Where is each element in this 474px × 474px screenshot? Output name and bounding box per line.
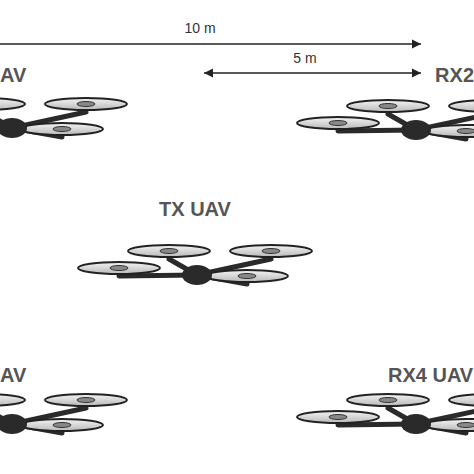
dimension-line bbox=[204, 72, 421, 73]
propeller bbox=[45, 98, 127, 110]
propeller-hub bbox=[53, 127, 71, 132]
propeller bbox=[45, 394, 127, 406]
propeller-hub bbox=[262, 249, 280, 254]
uav-label: RX4 UAV bbox=[388, 364, 473, 387]
propeller bbox=[425, 419, 474, 431]
propeller bbox=[230, 245, 312, 257]
uav-label: TX UAV bbox=[159, 198, 231, 221]
propeller bbox=[449, 100, 474, 112]
propeller-hub bbox=[77, 398, 95, 403]
propeller bbox=[347, 100, 429, 112]
propeller-hub bbox=[160, 249, 178, 254]
propeller-hub bbox=[238, 274, 256, 279]
propeller-hub bbox=[329, 415, 347, 420]
propeller-hub bbox=[379, 398, 397, 403]
propeller bbox=[297, 411, 379, 423]
propeller-hub bbox=[457, 129, 474, 134]
uav-drone bbox=[0, 98, 127, 138]
propeller-hub bbox=[457, 423, 474, 428]
drone-body bbox=[401, 120, 431, 140]
drone-body bbox=[0, 118, 27, 138]
propeller bbox=[297, 117, 379, 129]
uav-drone bbox=[78, 245, 312, 285]
uav-drone bbox=[297, 100, 474, 140]
propeller bbox=[21, 419, 103, 431]
uav-label: AV bbox=[0, 64, 26, 87]
dimension-label: 5 m bbox=[291, 50, 318, 66]
propeller bbox=[0, 394, 25, 406]
dimension-line bbox=[0, 43, 421, 44]
propeller-hub bbox=[110, 266, 128, 271]
uav-drone bbox=[0, 394, 127, 434]
propeller bbox=[425, 125, 474, 137]
propeller bbox=[449, 394, 474, 406]
propeller-hub bbox=[379, 104, 397, 109]
uav-label: AV bbox=[0, 364, 26, 387]
drone-body bbox=[182, 265, 212, 285]
drone-body bbox=[0, 414, 27, 434]
uav-label: RX2 bbox=[435, 64, 474, 87]
propeller bbox=[21, 123, 103, 135]
propeller bbox=[0, 98, 25, 110]
dimension-label: 10 m bbox=[182, 20, 217, 36]
drone-body bbox=[401, 414, 431, 434]
propeller bbox=[128, 245, 210, 257]
propeller-hub bbox=[77, 102, 95, 107]
propeller bbox=[347, 394, 429, 406]
uav-drone bbox=[297, 394, 474, 434]
propeller-hub bbox=[53, 423, 71, 428]
propeller bbox=[78, 262, 160, 274]
propeller bbox=[206, 270, 288, 282]
propeller-hub bbox=[329, 121, 347, 126]
